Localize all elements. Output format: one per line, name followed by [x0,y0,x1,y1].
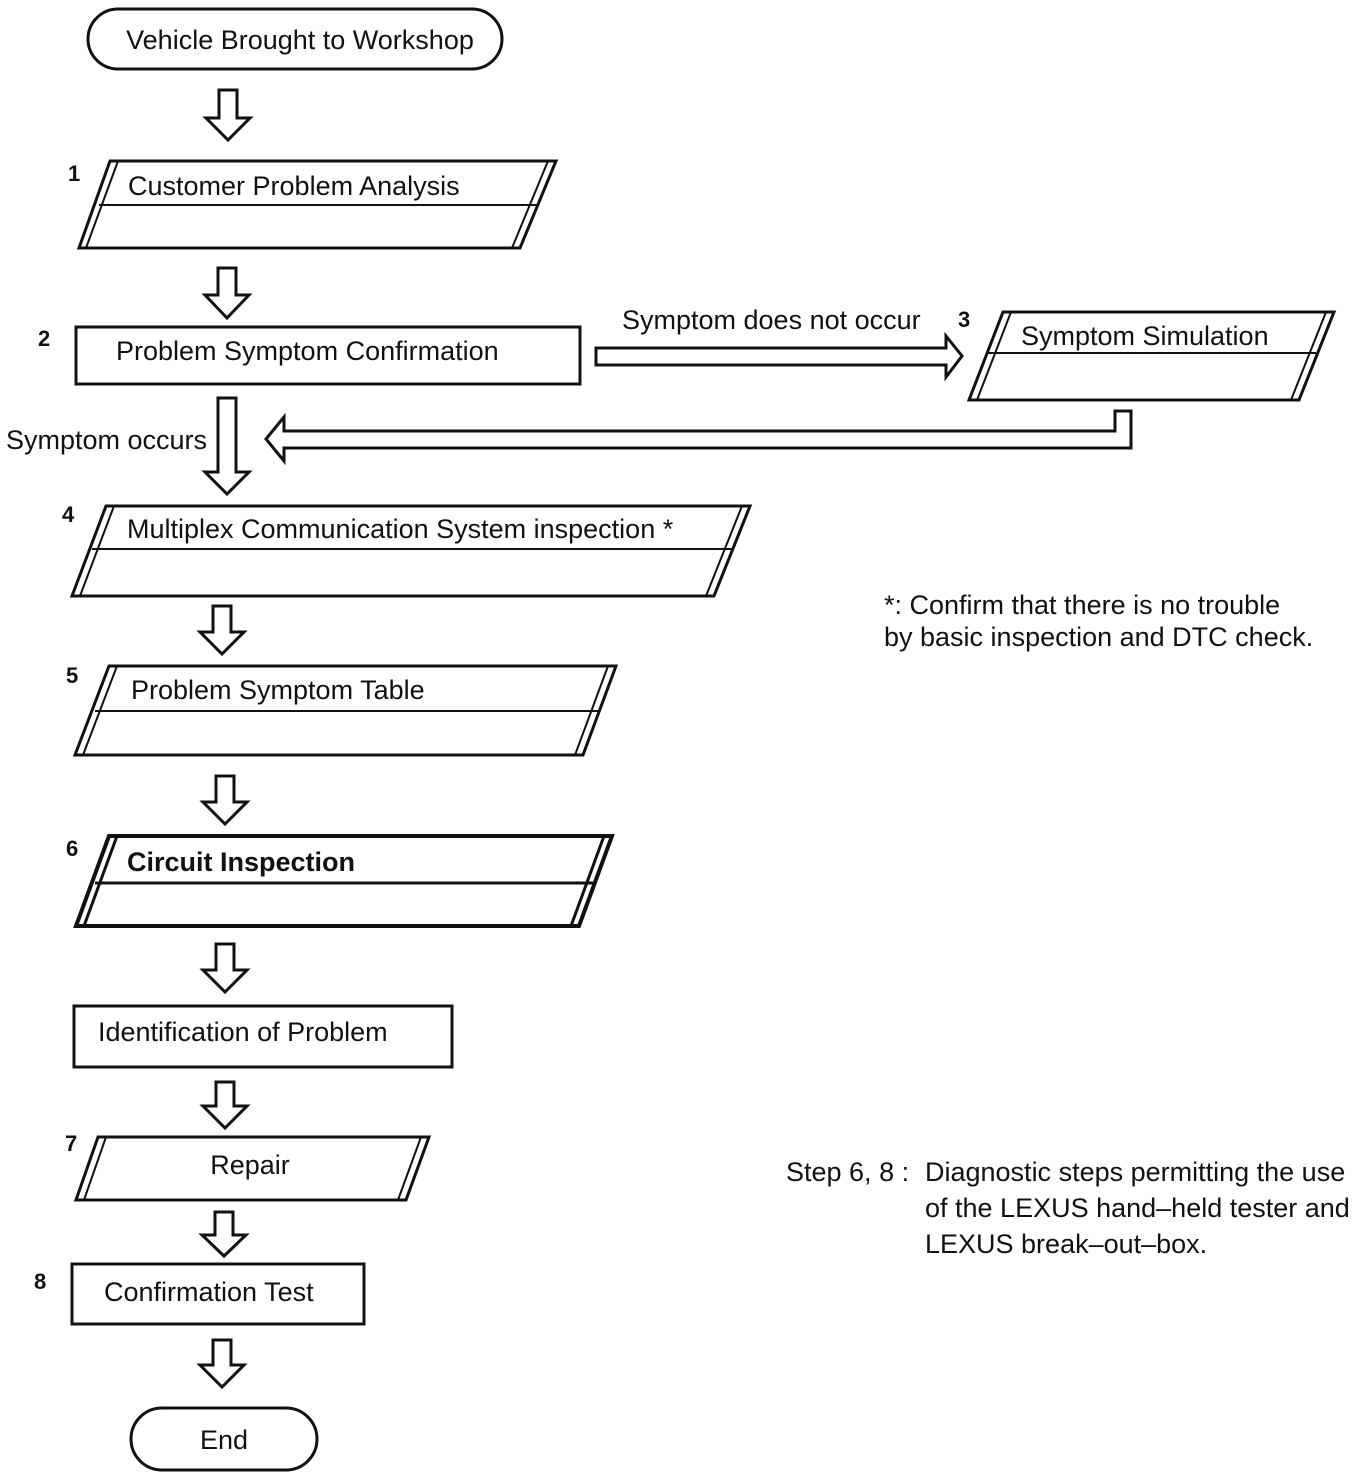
step-number: 3 [958,307,970,332]
note-line: Diagnostic steps permitting the use [925,1157,1345,1187]
step-number: 4 [62,502,75,527]
note-line: *: Confirm that there is no trouble [884,590,1280,620]
flow-arrow-down [201,266,253,321]
step-number: 8 [34,1269,46,1294]
step-label: Problem Symptom Table [131,675,425,705]
end-terminal: End [129,1406,319,1472]
step-label: Circuit Inspection [127,847,355,877]
start-label: Vehicle Brought to Workshop [126,25,474,55]
step-3-symptom-simulation: 3 Symptom Simulation [958,307,1337,402]
step-number: 2 [38,326,50,351]
step-7-repair: 7 Repair [65,1131,432,1202]
flow-arrow-down [199,942,251,995]
flow-arrow-down [199,1080,251,1131]
note-line: LEXUS break–out–box. [925,1229,1207,1259]
step-number: 1 [68,161,80,186]
steps-note: Step 6, 8 : Diagnostic steps permitting … [786,1157,1350,1259]
step-label: Symptom Simulation [1021,321,1269,351]
step-6-circuit-inspection: 6 Circuit Inspection [66,834,615,928]
start-terminal: Vehicle Brought to Workshop [86,7,504,71]
step-4-multiplex-inspection: 4 Multiplex Communication System inspect… [62,502,753,598]
flow-arrow-down [202,88,254,143]
note-line: of the LEXUS hand–held tester and [925,1193,1350,1223]
step-5-problem-symptom-table: 5 Problem Symptom Table [66,663,619,757]
note-line: by basic inspection and DTC check. [884,622,1313,652]
step-8-confirmation-test: 8 Confirmation Test [34,1262,366,1326]
step-number: 7 [65,1131,77,1156]
identification-of-problem: Identification of Problem [72,1004,454,1069]
step-number: 5 [66,663,78,688]
flow-arrow-return [264,409,1133,466]
flow-arrow-down [198,1210,250,1259]
flow-arrow-down [199,774,251,827]
flow-arrow-down [201,396,253,497]
step-label: Identification of Problem [98,1017,388,1047]
flow-arrow-right [594,331,964,382]
step-2-problem-symptom-confirmation: 2 Problem Symptom Confirmation [38,325,582,386]
flow-arrow-down [196,604,248,657]
step-label: Multiplex Communication System inspectio… [127,514,674,544]
step-label: Repair [210,1150,290,1180]
asterisk-note: *: Confirm that there is no trouble by b… [884,590,1313,652]
step-label: Confirmation Test [104,1277,314,1307]
note-label: Step 6, 8 : [786,1157,909,1187]
branch-label-occurs: Symptom occurs [6,425,207,455]
branch-label-not-occur: Symptom does not occur [622,305,921,335]
step-number: 6 [66,836,78,861]
step-label: Customer Problem Analysis [128,171,460,201]
flow-arrow-down [196,1338,248,1390]
end-label: End [200,1425,248,1455]
step-1-customer-problem-analysis: 1 Customer Problem Analysis [68,159,559,250]
step-label: Problem Symptom Confirmation [116,336,499,366]
